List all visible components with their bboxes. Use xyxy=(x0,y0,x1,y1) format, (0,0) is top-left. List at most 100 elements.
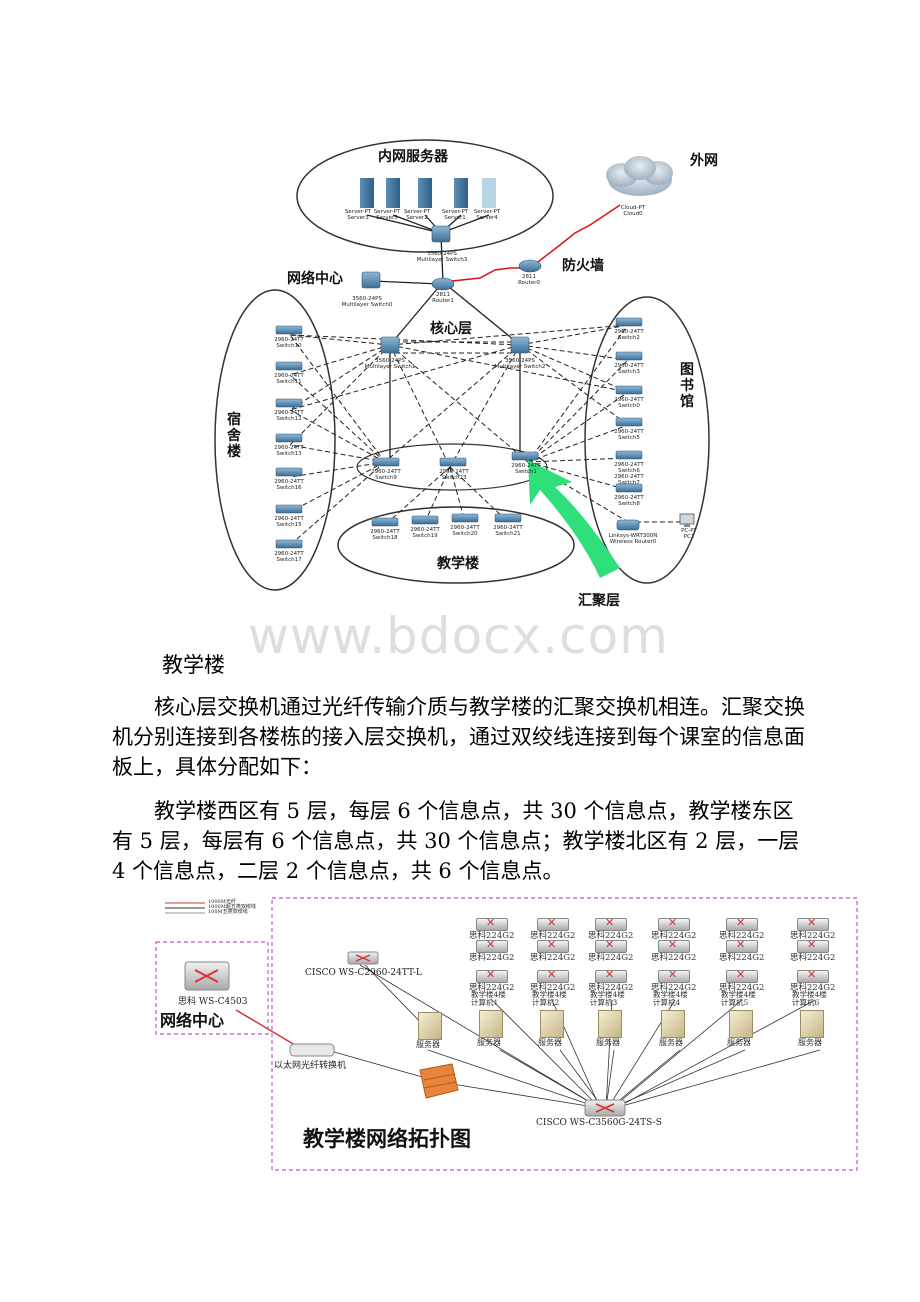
server-switch-icon xyxy=(347,951,379,965)
pc-label: PC-PT PC1 xyxy=(681,528,697,540)
library-switch-icons xyxy=(615,317,643,493)
teaching-switch-icons xyxy=(371,513,522,527)
watermark: www.bdocx.com xyxy=(248,607,669,665)
access-switch-label: 思科224G2 xyxy=(790,953,836,963)
server-switch-label-2: CISCO WS-C2960-24TT-L xyxy=(305,968,422,978)
dorm-switch-label: 2960-24TT Switch15 xyxy=(274,516,304,528)
firewall-router-label: 2811 Router0 xyxy=(518,274,540,286)
library-switch-label: 2960-24TT Switch7 xyxy=(614,474,644,486)
network-center-label-2: 网络中心 xyxy=(160,1011,225,1030)
core-sw2-label: 3560-24PS Multilayer Switch2 xyxy=(494,358,546,370)
intranet-servers-label: 内网服务器 xyxy=(378,149,448,165)
access-switch: ✕ xyxy=(537,938,569,953)
teaching-switch-label: 2960-24TT Switch19 xyxy=(410,527,440,539)
library-switch-label: 2960-24TT Switch6 xyxy=(614,462,644,474)
access-switch: ✕ xyxy=(537,916,569,931)
firewall-icon xyxy=(419,1063,459,1099)
access-switch-label: 思科224G2 xyxy=(530,931,576,941)
server-label: 服务器 xyxy=(596,1038,620,1047)
server-label: Server-PT Server3 xyxy=(344,209,372,221)
dorm-switch-label: 2960-24TT Switch13 xyxy=(274,445,304,457)
access-switch-label: 思科224G2 xyxy=(651,931,697,941)
switch-mark-icon: ✕ xyxy=(668,968,678,981)
server-label: 服务器 xyxy=(477,1038,501,1047)
access-switch: ✕ xyxy=(658,968,690,983)
access-switch: ✕ xyxy=(476,938,508,953)
switch-mark-icon: ✕ xyxy=(605,916,615,929)
server-icon xyxy=(800,1010,824,1038)
teaching-switch-label: 2960-24TT Switch18 xyxy=(370,529,400,541)
server-label: 服务器 xyxy=(538,1038,562,1047)
access-switch-label: 思科224G2 xyxy=(469,931,515,941)
switch-mark-icon: ✕ xyxy=(547,968,557,981)
core-layer-label: 核心层 xyxy=(430,321,472,337)
access-switch: ✕ xyxy=(726,968,758,983)
access-switch: ✕ xyxy=(476,968,508,983)
server-label: 服务器 xyxy=(727,1038,751,1047)
pc-icon xyxy=(679,513,695,527)
dormitory-label: 宿舍楼 xyxy=(227,412,241,460)
server-label: Server-PT Server5 xyxy=(373,209,401,221)
aggregation-switch-label-2: CISCO WS-C3560G-24TS-S xyxy=(536,1118,662,1128)
server-icons xyxy=(360,178,496,208)
cloud-icon xyxy=(606,156,673,196)
switch-mark-icon: ✕ xyxy=(486,938,496,951)
dorm-switch-label: 2960-24TT Switch11 xyxy=(274,373,304,385)
teaching-frame xyxy=(271,897,858,1171)
campus-network-diagram xyxy=(214,139,710,591)
network-center-frame xyxy=(155,941,269,1035)
server-icon xyxy=(540,1010,564,1038)
access-switch: ✕ xyxy=(658,938,690,953)
firewall-label: 防火墙 xyxy=(562,258,604,274)
teaching-building-label: 教学楼 xyxy=(437,556,479,572)
access-switch: ✕ xyxy=(797,938,829,953)
aggregation-layer-label: 汇聚层 xyxy=(578,593,620,609)
converter-icon xyxy=(289,1043,335,1057)
building-floor-label: 教学楼4楼 计算机5 xyxy=(721,990,756,1007)
access-switch: ✕ xyxy=(797,968,829,983)
switch-mark-icon: ✕ xyxy=(605,968,615,981)
legend-cat5e: 1000M超五类双绞线 xyxy=(208,904,256,910)
external-network-label: 外网 xyxy=(690,153,718,169)
access-switch-label: 思科224G2 xyxy=(719,931,765,941)
access-switch: ✕ xyxy=(595,916,627,931)
library-label: 图书馆 xyxy=(680,362,694,410)
paragraph-2: 教学楼西区有 5 层，每层 6 个信息点，共 30 个信息点，教学楼东区有 5 … xyxy=(112,799,800,883)
dorm-switch-label: 2960-24TT Switch16 xyxy=(274,479,304,491)
switch-mark-icon: ✕ xyxy=(486,916,496,929)
access-switch-label: 思科224G2 xyxy=(790,983,836,993)
dorm-switch-label: 2960-24TT Switch10 xyxy=(274,337,304,349)
legend-fiber: 1000M光纤 xyxy=(208,899,236,905)
switch-mark-icon: ✕ xyxy=(486,968,496,981)
switch-mark-icon: ✕ xyxy=(668,938,678,951)
switch-mark-icon: ✕ xyxy=(807,916,817,929)
access-switch-label: 思科224G2 xyxy=(530,983,576,993)
router-icons xyxy=(431,259,640,531)
access-switch-label: 思科224G2 xyxy=(469,983,515,993)
library-switch-label: 2960-24TT Switch3 xyxy=(614,363,644,375)
teaching-switch-label: 2960-24TT Switch20 xyxy=(450,525,480,537)
aggregation-switch-icon xyxy=(584,1099,626,1117)
access-switch-label: 思科224G2 xyxy=(588,953,634,963)
teaching-building-topology xyxy=(155,897,858,1171)
access-switch-label: 思科224G2 xyxy=(469,953,515,963)
teaching-ellipse xyxy=(337,506,575,584)
access-switch-label: 思科224G2 xyxy=(651,953,697,963)
topology-title: 教学楼网络拓扑图 xyxy=(303,1127,471,1151)
dormitory-ellipse xyxy=(214,289,336,591)
intranet-servers-ellipse xyxy=(296,139,554,253)
access-switch-label: 思科224G2 xyxy=(651,983,697,993)
library-switch-label: 2960-24TT Switch8 xyxy=(614,495,644,507)
teaching-switch-label: 2960-24TT Switch21 xyxy=(493,525,523,537)
switch-mark-icon: ✕ xyxy=(736,968,746,981)
access-switch: ✕ xyxy=(595,938,627,953)
multilayer-switch-icons xyxy=(361,225,530,354)
access-switch: ✕ xyxy=(726,938,758,953)
switch-mark-icon: ✕ xyxy=(736,938,746,951)
server-label: 服务器 xyxy=(798,1038,822,1047)
server-label: 服务器 xyxy=(659,1038,683,1047)
core-switch-icon xyxy=(184,961,230,991)
building-floor-label: 教学楼4楼 计算机1 xyxy=(471,990,506,1007)
server-label: 服务器 xyxy=(416,1040,440,1049)
library-switch-label: 2960-24TT Switch5 xyxy=(614,429,644,441)
